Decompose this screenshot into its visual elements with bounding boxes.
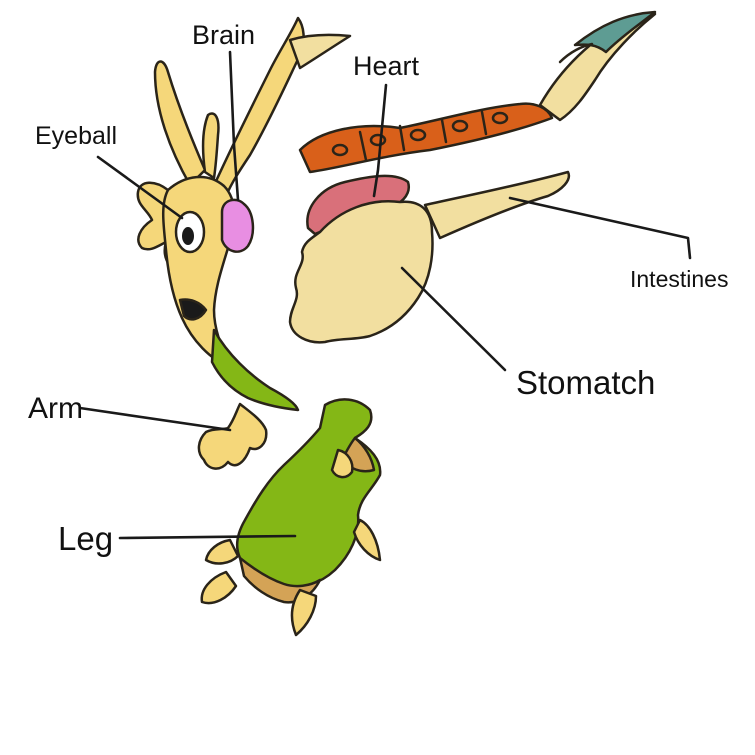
label-brain: Brain	[192, 20, 255, 50]
creature-head	[136, 16, 352, 412]
spine-vertebrae	[298, 102, 554, 174]
label-arm: Arm	[28, 392, 83, 425]
arm-hand	[197, 402, 268, 470]
label-eyeball: Eyeball	[35, 122, 117, 150]
intestines-shape	[423, 170, 571, 240]
label-intestines: Intestines	[630, 266, 728, 292]
intestines-line	[508, 196, 692, 260]
arm-line	[78, 406, 232, 432]
eyeball-line	[96, 155, 184, 220]
label-stomatch: Stomatch	[516, 364, 655, 401]
stomatch-line	[400, 266, 507, 372]
tail-feather	[538, 10, 657, 122]
brain-line	[228, 50, 240, 202]
heart-line	[372, 83, 388, 198]
stomach-shape	[288, 200, 434, 344]
brain-shape	[220, 198, 255, 253]
creature-leg	[200, 398, 382, 637]
label-leg: Leg	[58, 520, 113, 557]
leg-line	[118, 534, 297, 540]
label-heart: Heart	[353, 51, 420, 81]
